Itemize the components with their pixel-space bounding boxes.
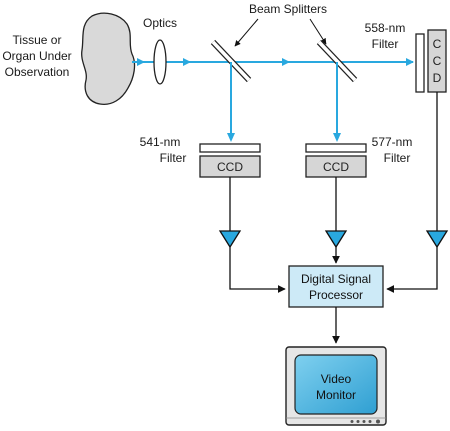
amplifier-577 (324, 230, 348, 249)
ccd-558-letter-2: C (433, 54, 442, 68)
ccd-577-label: CCD (323, 160, 349, 174)
splitter-pointer-2 (309, 18, 327, 45)
tissue-label-line1: Tissue or (13, 33, 62, 47)
beam-splitter-1 (210, 39, 252, 83)
optics-label: Optics (143, 16, 177, 30)
beam-arrow-3 (282, 58, 290, 66)
beam-arrow-4 (406, 58, 414, 66)
dsp-label-line2: Processor (309, 288, 363, 302)
monitor-button-2 (356, 420, 360, 423)
beam-577-arrow (333, 133, 341, 142)
ccd-558-letter-3: D (433, 71, 442, 85)
filter-558-label-line2: Filter (372, 37, 399, 51)
ccd-558-letter-1: C (433, 37, 442, 51)
monitor-label-line1: Video (321, 372, 352, 386)
filter-577-label-line2: Filter (384, 151, 411, 165)
beam-arrow-1 (137, 58, 145, 66)
wire-amp-541-dsp (229, 247, 286, 293)
dsp-label-line1: Digital Signal (301, 272, 371, 286)
wire-amp-558-dsp (386, 247, 438, 293)
tissue-label-line2: Organ Under (2, 49, 71, 63)
optics-lens (153, 39, 167, 85)
tissue-label-line3: Observation (5, 65, 70, 79)
amplifier-541 (218, 230, 242, 249)
filter-541 (199, 143, 261, 153)
splitter-pointer-1 (234, 18, 259, 47)
monitor-screen (294, 354, 378, 415)
monitor-button-1 (350, 420, 354, 423)
filter-577-label-line1: 577-nm (372, 135, 413, 149)
video-monitor (285, 346, 387, 426)
filter-541-label-line2: Filter (160, 151, 187, 165)
monitor-button-4 (368, 420, 372, 423)
filter-577 (305, 143, 367, 153)
monitor-label-line2: Monitor (316, 388, 356, 402)
ccd-541-label: CCD (217, 160, 243, 174)
monitor-button-3 (362, 420, 366, 423)
beam-splitters-label: Beam Splitters (249, 2, 327, 16)
digital-signal-processor (288, 265, 384, 308)
beam-splitter-2 (316, 39, 358, 83)
filter-558 (415, 33, 425, 93)
beam-arrow-2 (183, 58, 191, 66)
filter-558-label-line1: 558-nm (365, 21, 406, 35)
amplifier-558 (425, 230, 449, 249)
beam-541-arrow (227, 133, 235, 142)
filter-541-label-line1: 541-nm (140, 135, 181, 149)
monitor-power-button (376, 419, 380, 424)
tissue-sample (81, 12, 136, 105)
